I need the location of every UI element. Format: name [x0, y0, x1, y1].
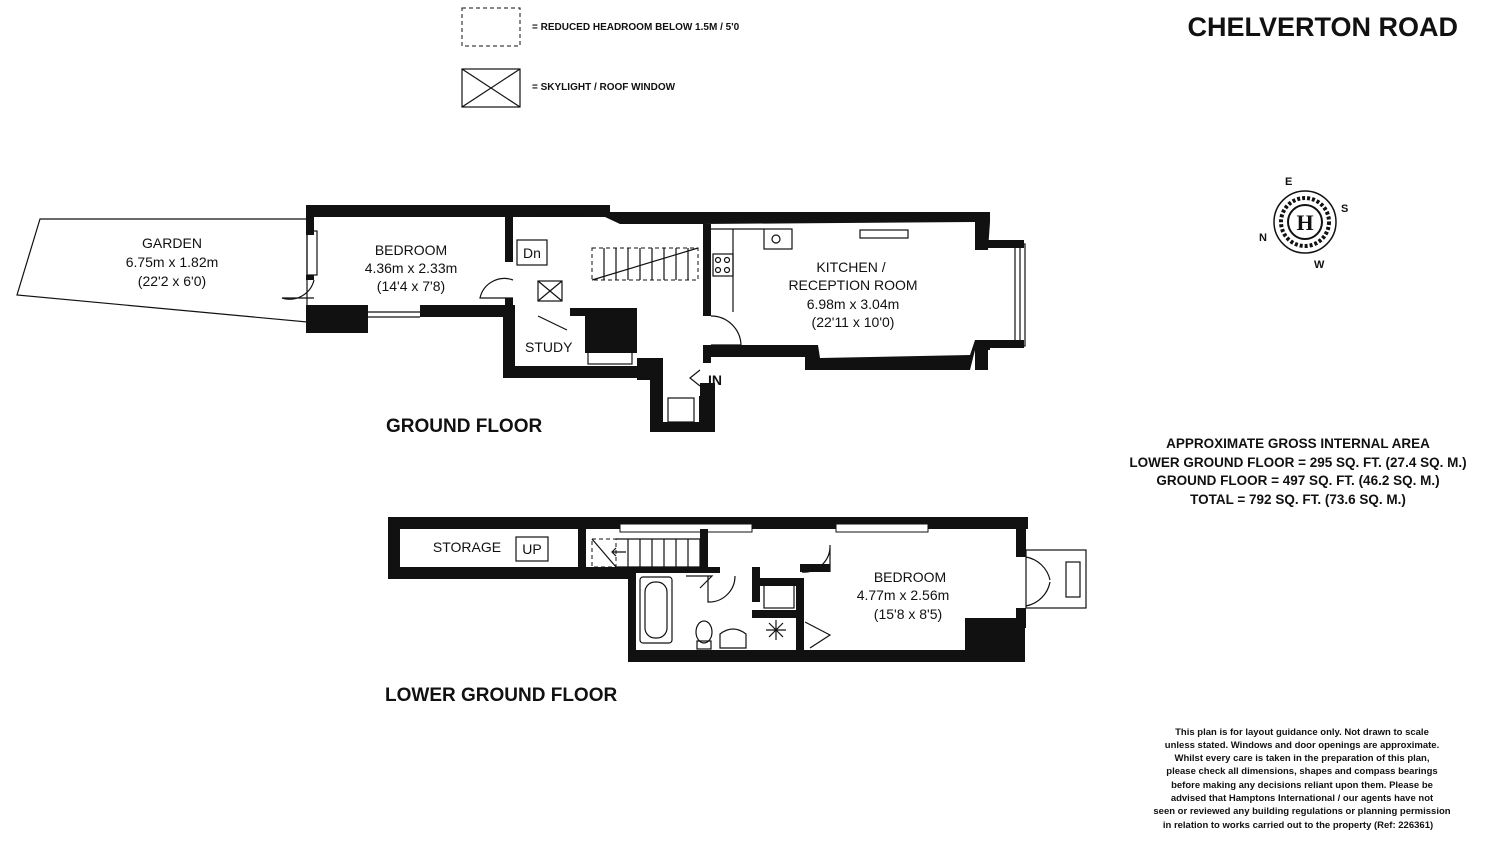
property-title: CHELVERTON ROAD [1187, 12, 1458, 42]
hob-icon [712, 253, 734, 277]
area-total: TOTAL = 792 SQ. FT. (73.6 SQ. M.) [1190, 492, 1406, 507]
toilet-icon [695, 620, 713, 644]
garden-metric: 6.75m x 1.82m [126, 254, 219, 270]
lower-bedroom-name: BEDROOM [874, 569, 946, 585]
bath-icon [639, 576, 673, 644]
lower-ground-floor-label: LOWER GROUND FLOOR [385, 685, 617, 706]
kitchen-name-line2: RECEPTION ROOM [788, 277, 917, 293]
compass-south-label: S [1341, 203, 1348, 215]
garden-name: GARDEN [142, 235, 202, 251]
disclaimer-line: unless stated. Windows and door openings… [1165, 740, 1439, 751]
disclaimer-line: Whilst every care is taken in the prepar… [1175, 753, 1430, 764]
garden-imperial: (22'2 x 6'0) [138, 273, 206, 289]
disclaimer-line: in relation to works carried out to the … [1163, 820, 1433, 831]
bedroom-metric: 4.36m x 2.33m [365, 260, 458, 276]
skylight-key-icon [461, 68, 521, 108]
compass-north-label: N [1259, 232, 1267, 244]
stairs-down-label: Dn [523, 245, 541, 261]
kitchen-name-line1: KITCHEN / [816, 259, 885, 275]
kitchen-sink-icon [763, 228, 793, 250]
disclaimer-line: advised that Hamptons International / ou… [1171, 793, 1434, 804]
disclaimer-line: please check all dimensions, shapes and … [1166, 766, 1437, 777]
hall-skylight-icon [537, 280, 563, 302]
ground-floor-label: GROUND FLOOR [386, 416, 542, 437]
reduced-headroom-legend: = REDUCED HEADROOM BELOW 1.5M / 5'0 [532, 22, 740, 33]
compass-rose-icon: H [1273, 190, 1337, 254]
stairs-up-box [515, 536, 549, 562]
disclaimer-line: This plan is for layout guidance only. N… [1175, 727, 1429, 738]
skylight-legend: = SKYLIGHT / ROOF WINDOW [532, 82, 676, 93]
reduced-headroom-key-icon [461, 7, 521, 47]
compass-west-label: W [1314, 259, 1325, 271]
area-heading: APPROXIMATE GROSS INTERNAL AREA [1166, 436, 1430, 451]
ground-floor-plan: Dn [16, 205, 1026, 432]
ground-floor-stairs [591, 247, 699, 281]
bedroom-imperial: (14'4 x 7'8) [377, 278, 445, 294]
disclaimer-line: seen or reviewed any building regulation… [1153, 806, 1450, 817]
disclaimer: This plan is for layout guidance only. N… [1153, 727, 1450, 831]
basin-icon [719, 628, 747, 649]
lower-bedroom-metric: 4.77m x 2.56m [857, 587, 950, 603]
lower-stairs [591, 538, 701, 568]
storage-label: STORAGE [433, 539, 501, 555]
stairs-up-label: UP [522, 541, 541, 557]
kitchen-imperial: (22'11 x 10'0) [812, 314, 895, 330]
compass-east-label: E [1285, 176, 1292, 188]
study-label: STUDY [525, 339, 573, 355]
compass-logo: H [1296, 210, 1313, 235]
kitchen-metric: 6.98m x 3.04m [807, 296, 900, 312]
area-lower: LOWER GROUND FLOOR = 295 SQ. FT. (27.4 S… [1129, 455, 1466, 470]
entrance-label: IN [708, 372, 722, 388]
lower-ground-floor-plan: STORAGE UP [388, 517, 1087, 662]
bedroom-name: BEDROOM [375, 242, 447, 258]
disclaimer-line: before making any decisions reliant upon… [1171, 780, 1433, 791]
area-ground: GROUND FLOOR = 497 SQ. FT. (46.2 SQ. M.) [1156, 473, 1439, 488]
stairs-down-box [516, 239, 548, 266]
lower-bedroom-imperial: (15'8 x 8'5) [874, 606, 942, 622]
